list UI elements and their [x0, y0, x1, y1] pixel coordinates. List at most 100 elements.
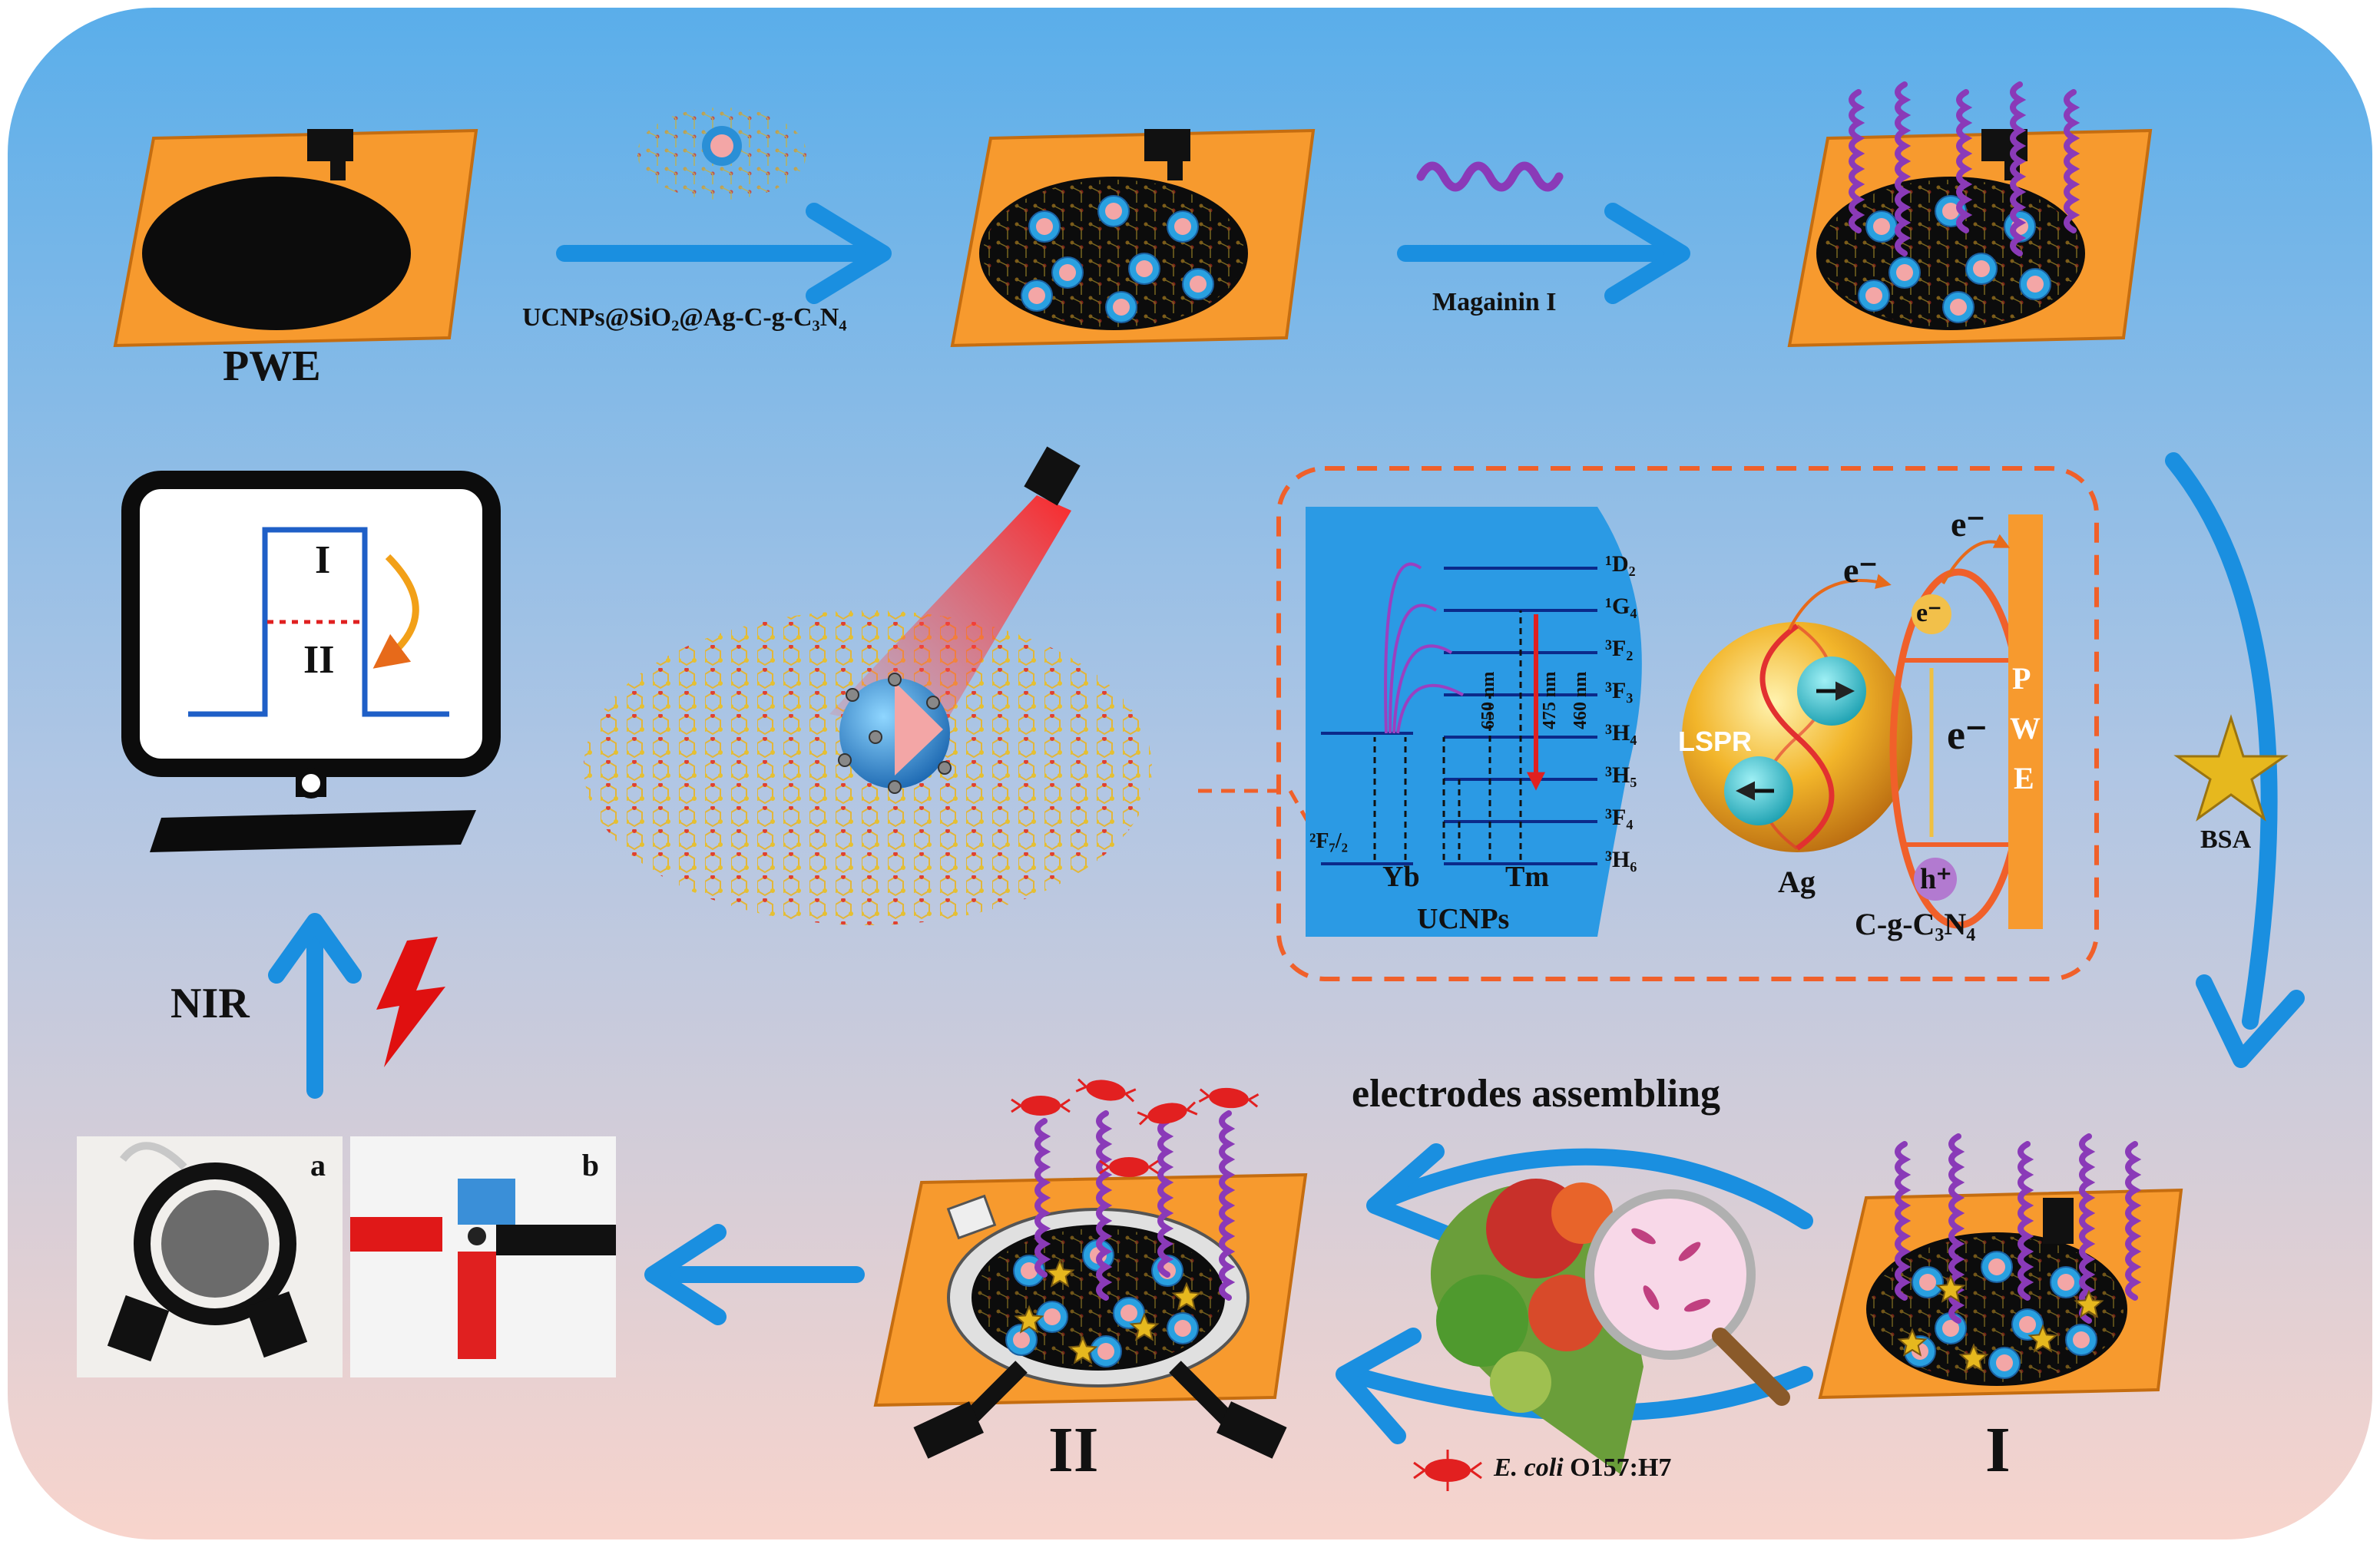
bacterium-body [1147, 1103, 1187, 1124]
ecoli-legend-icon [1413, 1450, 1482, 1491]
wavelength-475: 475 nm [1540, 671, 1560, 729]
tm-label: Tm [1505, 861, 1549, 893]
nanoparticle-core [1036, 218, 1053, 235]
step1-reagent-label: UCNPs@SiO₂@Ag-C-g-C₃N₄ [522, 303, 847, 332]
silver-dot [888, 673, 902, 686]
nanoparticle-core [1136, 260, 1153, 277]
bacterium-flagella [1137, 1101, 1198, 1126]
energy-level-label: ¹G₄ [1605, 594, 1637, 619]
nanoparticle-core [1105, 203, 1122, 220]
ag-dots [838, 673, 952, 794]
ucnps-label: UCNPs [1417, 903, 1510, 935]
bacterium-body [1109, 1157, 1149, 1177]
silver-dot [926, 696, 940, 709]
photo-b-tag: b [581, 1148, 599, 1182]
food-sample-illustration [1430, 1179, 1790, 1474]
nanoparticle-core [1950, 299, 1967, 316]
nanoparticle-core [1919, 1274, 1936, 1291]
peptide-helix [2064, 89, 2080, 233]
laser-source-icon [1024, 446, 1081, 506]
arrow-step-2 [1397, 203, 1690, 304]
yb-label: Yb [1382, 861, 1420, 893]
bsa-star [1014, 1305, 1044, 1334]
nir-arrow [268, 913, 362, 1099]
bacterium [1137, 1101, 1198, 1126]
bacterium [1011, 1096, 1071, 1116]
bsa-star [1958, 1343, 1989, 1372]
energy-level-label: ³H₄ [1605, 720, 1637, 746]
silver-dot [846, 688, 859, 702]
nanoparticle-core [2073, 1331, 2090, 1348]
energy-level-label: ³H₅ [1605, 762, 1637, 788]
bacterium [1075, 1078, 1137, 1103]
ag-nanoparticle [1682, 622, 1912, 852]
bsa-star [1897, 1328, 1928, 1357]
bacterium-flagella [1011, 1098, 1071, 1113]
electron-label-4: e⁻ [1947, 712, 1988, 758]
energy-level-label: ¹D₂ [1605, 551, 1636, 577]
wavelength-650: 650 nm [1478, 671, 1498, 729]
silver-dot [869, 730, 882, 744]
bacterium-flagella [1075, 1078, 1137, 1103]
nanoparticle-core [1896, 264, 1913, 281]
peptide-helix [2010, 81, 2027, 256]
curved-arrow-head [2196, 974, 2305, 1068]
peptide-helix [1956, 89, 1973, 233]
bacterium-body [1021, 1096, 1061, 1116]
ucnp-panel [1306, 507, 1642, 937]
electron-label-2: e⁻ [1951, 504, 1985, 544]
lens-bacterium [1631, 1228, 1656, 1245]
nanoparticles-top [1021, 195, 1214, 323]
electrode-I [1818, 1133, 2183, 1400]
ecoli-strain: O157:H7 [1570, 1453, 1672, 1482]
nanoparticle-core [2019, 1316, 2036, 1333]
nanoparticle-core [2057, 1274, 2074, 1291]
bacterium-flagella [1198, 1088, 1260, 1108]
nanoparticle-core [1973, 260, 1990, 277]
nanoparticle-core [2027, 276, 2044, 293]
ecoli-label: E. coli O157:H7 [1494, 1453, 1671, 1483]
nanoparticle-core [1059, 264, 1076, 281]
bacteria-in-lens [1631, 1228, 1711, 1312]
bacterium-flagella [1099, 1159, 1159, 1175]
nanosheet-illustration [584, 446, 1152, 925]
nanoparticle-core [1174, 1320, 1191, 1337]
magainin-peptide-icon [1416, 161, 1564, 192]
bsa-star-icon [2173, 714, 2289, 822]
nanoparticle-core [1190, 276, 1207, 293]
bsa-star [2027, 1324, 2058, 1353]
nanoparticle-core [1873, 218, 1890, 235]
assembly-label: electrodes assembling [1352, 1072, 1720, 1116]
energy-level-label: ³F₃ [1605, 678, 1634, 703]
peptide-helix [1895, 81, 1912, 256]
hole-label: h⁺ [1920, 863, 1952, 895]
bsa-star [1129, 1312, 1160, 1341]
peptide-helix [2125, 1141, 2142, 1301]
monitor-upper-label: I [315, 538, 331, 582]
energy-transfer-curve [1389, 604, 1438, 734]
peptide-helix [1034, 1118, 1051, 1278]
pwe-letter-p: P [2012, 661, 2031, 696]
nanoparticle-core [1988, 1258, 2005, 1275]
electron-label-1: e⁻ [1843, 551, 1878, 590]
peptide-helix [1096, 1110, 1113, 1301]
bacterium [1198, 1087, 1260, 1109]
nanocomposite-sheet-icon [637, 107, 806, 200]
bare-electrode-pwe [113, 128, 478, 348]
energy-level-label: ³H₆ [1605, 847, 1637, 872]
nanoparticle-core [1996, 1354, 2013, 1371]
peptide-helix [1849, 89, 1865, 233]
bacterium [1099, 1157, 1159, 1177]
silver-dot [938, 761, 952, 775]
nanoparticle-core [1942, 1320, 1959, 1337]
electrode-I-label: I [1985, 1414, 2011, 1486]
bsa-star [1935, 1274, 1966, 1303]
monitor-lower-label: II [303, 638, 335, 682]
peptide-helix [1157, 1118, 1174, 1278]
wavelength-460: 460 nm [1571, 671, 1591, 729]
nanoparticle-core [1942, 203, 1959, 220]
bsa-star [2074, 1289, 2104, 1318]
nanoparticles-peptide-electrode [1858, 195, 2051, 323]
nanoparticle-core [1174, 218, 1191, 235]
